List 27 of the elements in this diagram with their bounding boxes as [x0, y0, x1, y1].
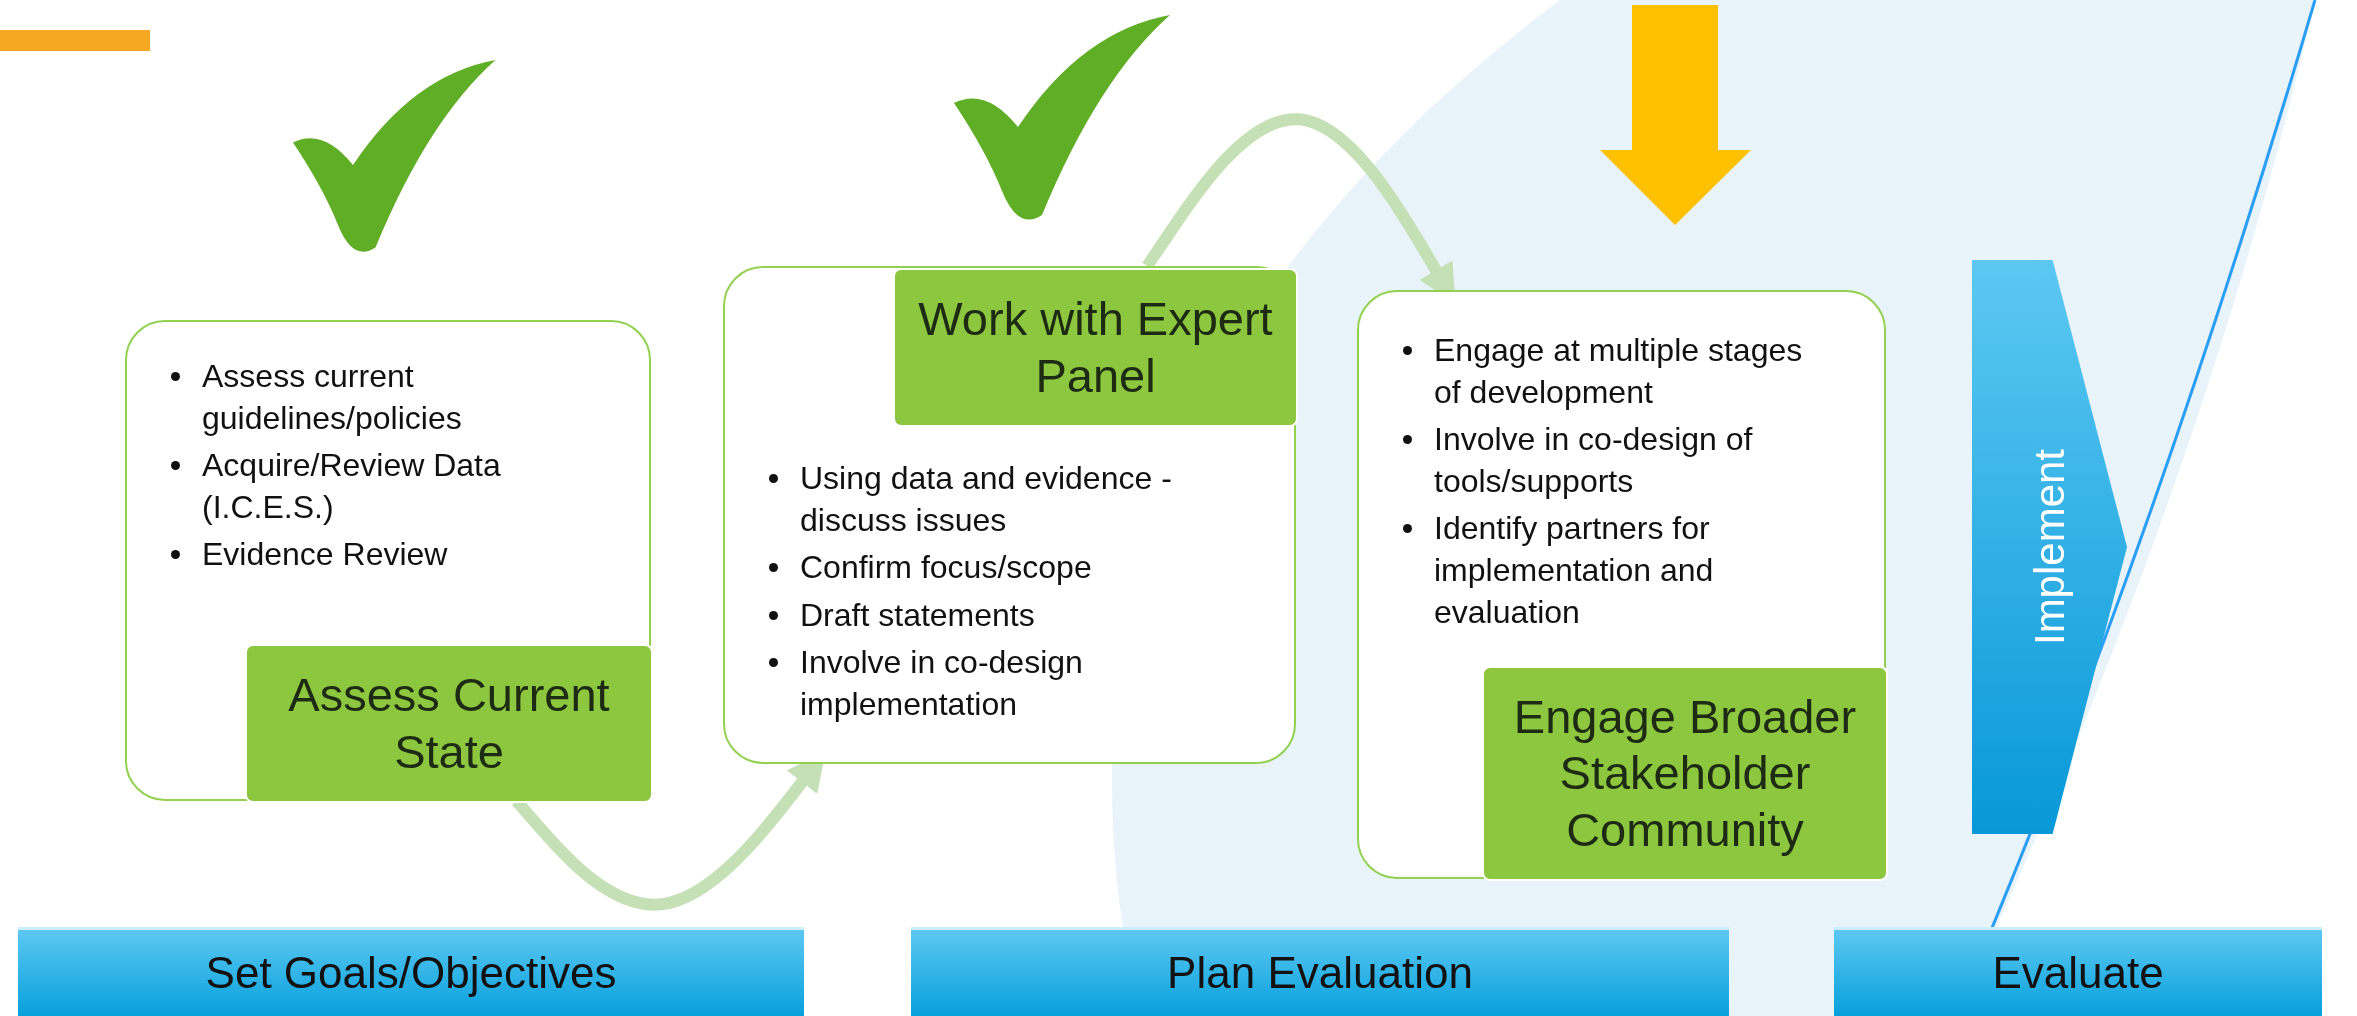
step-card	[1357, 290, 1886, 879]
bullet-text: Identify partners for implementation and evaluation	[1434, 509, 1715, 632]
phase-bar	[1834, 927, 2322, 1016]
bullet-text: Involve in co-design implementation	[800, 643, 1084, 724]
heading-text: Engage Broader Stakeholder Community	[1512, 688, 1858, 858]
bullet-text: Involve in co-design of tools/supports	[1434, 420, 1754, 501]
bullet-text: Acquire/Review Data (I.C.E.S.)	[202, 446, 502, 527]
step-card	[723, 266, 1296, 764]
step-card	[125, 320, 651, 801]
bullet-text: Draft statements	[800, 595, 1035, 635]
phase-label: Set Goals/Objectives	[205, 948, 617, 998]
bullet-text: Evidence Review	[202, 535, 448, 575]
phase-bar	[911, 927, 1729, 1016]
chevron-arrow	[1972, 260, 2127, 834]
phase-label: Evaluate	[1992, 948, 2164, 998]
stage-heading-box	[1482, 666, 1888, 881]
stage-heading-box	[893, 268, 1298, 427]
bullet-text: Assess current guidelines/policies	[202, 357, 463, 438]
bullet-text: Confirm focus/scope	[800, 548, 1092, 588]
phase-bar	[18, 927, 804, 1016]
stage-label: Implement	[2025, 448, 2074, 646]
bullet-text: Using data and evidence - discuss issues	[800, 459, 1173, 540]
phase-label: Plan Evaluation	[1167, 948, 1473, 998]
bullet-text: Engage at multiple stages of development	[1434, 331, 1804, 412]
heading-text: Assess Current State	[287, 667, 611, 780]
stage-heading-box	[245, 644, 653, 803]
heading-text: Work with Expert Panel	[917, 291, 1274, 404]
